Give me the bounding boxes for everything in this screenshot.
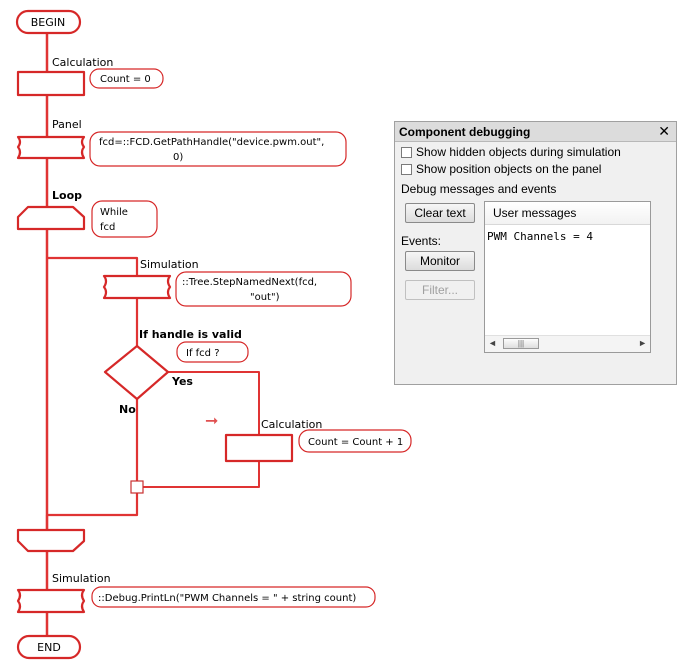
clear-text-button[interactable]: Clear text xyxy=(405,203,475,223)
yes-branch-connector xyxy=(136,371,260,488)
decision-yes-label: Yes xyxy=(171,375,193,388)
decision-no-label: No xyxy=(119,403,136,416)
svg-text:"out"): "out") xyxy=(250,292,280,303)
svg-text:If fcd ?: If fcd ? xyxy=(186,348,220,359)
calc2-block[interactable] xyxy=(224,433,294,463)
component-debugging-panel: Component debugging ✕ Show hidden object… xyxy=(394,121,677,385)
close-icon[interactable]: ✕ xyxy=(658,123,670,139)
decision-block[interactable] xyxy=(103,344,170,401)
sim1-caption: Simulation xyxy=(140,258,199,271)
sim2-note: ::Debug.PrintLn("PWM Channels = " + stri… xyxy=(91,586,376,608)
svg-text:fcd=::FCD.GetPathHandle("devic: fcd=::FCD.GetPathHandle("device.pwm.out"… xyxy=(99,137,324,148)
execution-pointer-icon: ➞ xyxy=(205,411,218,430)
calc2-note: Count = Count + 1 xyxy=(298,429,412,453)
junction-point xyxy=(130,480,144,494)
horizontal-scrollbar[interactable]: ◄ ||| ► xyxy=(485,335,650,352)
events-label: Events: xyxy=(401,234,442,248)
scroll-right-icon[interactable]: ► xyxy=(638,338,647,348)
user-messages-header: User messages xyxy=(485,202,650,225)
show-hidden-objects-checkbox[interactable] xyxy=(401,146,412,158)
loop-body-connector xyxy=(45,256,139,532)
svg-text:::Tree.StepNamedNext(fcd,: ::Tree.StepNamedNext(fcd, xyxy=(182,277,317,288)
decision-caption: If handle is valid xyxy=(139,328,242,341)
show-position-objects-label: Show position objects on the panel xyxy=(416,162,602,176)
begin-terminator[interactable]: BEGIN xyxy=(15,9,82,35)
filter-button[interactable]: Filter... xyxy=(405,280,475,300)
show-hidden-objects-option[interactable]: Show hidden objects during simulation xyxy=(401,144,621,160)
debug-messages-section-label: Debug messages and events xyxy=(401,182,557,196)
loop-block[interactable] xyxy=(16,205,86,231)
panel-caption: Panel xyxy=(52,118,82,131)
sim1-note: ::Tree.StepNamedNext(fcd, "out") xyxy=(175,271,352,307)
end-terminator[interactable]: END xyxy=(16,634,82,660)
calc1-caption: Calculation xyxy=(52,56,113,69)
svg-text:::Debug.PrintLn("PWM Channels: ::Debug.PrintLn("PWM Channels = " + stri… xyxy=(98,593,356,604)
svg-text:fcd: fcd xyxy=(100,222,115,233)
panel-note: fcd=::FCD.GetPathHandle("device.pwm.out"… xyxy=(89,131,347,167)
sim2-block[interactable] xyxy=(16,588,86,614)
user-messages-box[interactable]: User messages PWM Channels = 4 ◄ ||| ► xyxy=(484,201,651,353)
message-line: PWM Channels = 4 xyxy=(487,230,593,243)
begin-label: BEGIN xyxy=(31,16,66,29)
svg-text:Count = Count + 1: Count = Count + 1 xyxy=(308,437,403,448)
panel-title: Component debugging xyxy=(399,125,531,139)
svg-text:0): 0) xyxy=(173,152,183,163)
panel-titlebar[interactable]: Component debugging ✕ xyxy=(395,122,676,142)
show-position-objects-option[interactable]: Show position objects on the panel xyxy=(401,161,601,177)
calc1-block[interactable] xyxy=(16,70,86,97)
loop-end-block[interactable] xyxy=(16,528,86,553)
scroll-left-icon[interactable]: ◄ xyxy=(488,338,497,348)
monitor-button[interactable]: Monitor xyxy=(405,251,475,271)
sim2-caption: Simulation xyxy=(52,572,111,585)
end-label: END xyxy=(37,641,61,654)
sim1-block[interactable] xyxy=(102,274,172,300)
show-position-objects-checkbox[interactable] xyxy=(401,163,412,175)
svg-text:Count = 0: Count = 0 xyxy=(100,74,151,85)
panel-block[interactable] xyxy=(16,135,86,160)
loop-note: While fcd xyxy=(91,200,158,238)
svg-text:While: While xyxy=(100,207,128,218)
calc2-caption: Calculation xyxy=(261,418,322,431)
calc1-note: Count = 0 xyxy=(89,68,164,89)
loop-caption: Loop xyxy=(52,189,82,202)
show-hidden-objects-label: Show hidden objects during simulation xyxy=(416,145,621,159)
scroll-thumb[interactable]: ||| xyxy=(503,338,539,349)
decision-note: If fcd ? xyxy=(176,341,249,363)
